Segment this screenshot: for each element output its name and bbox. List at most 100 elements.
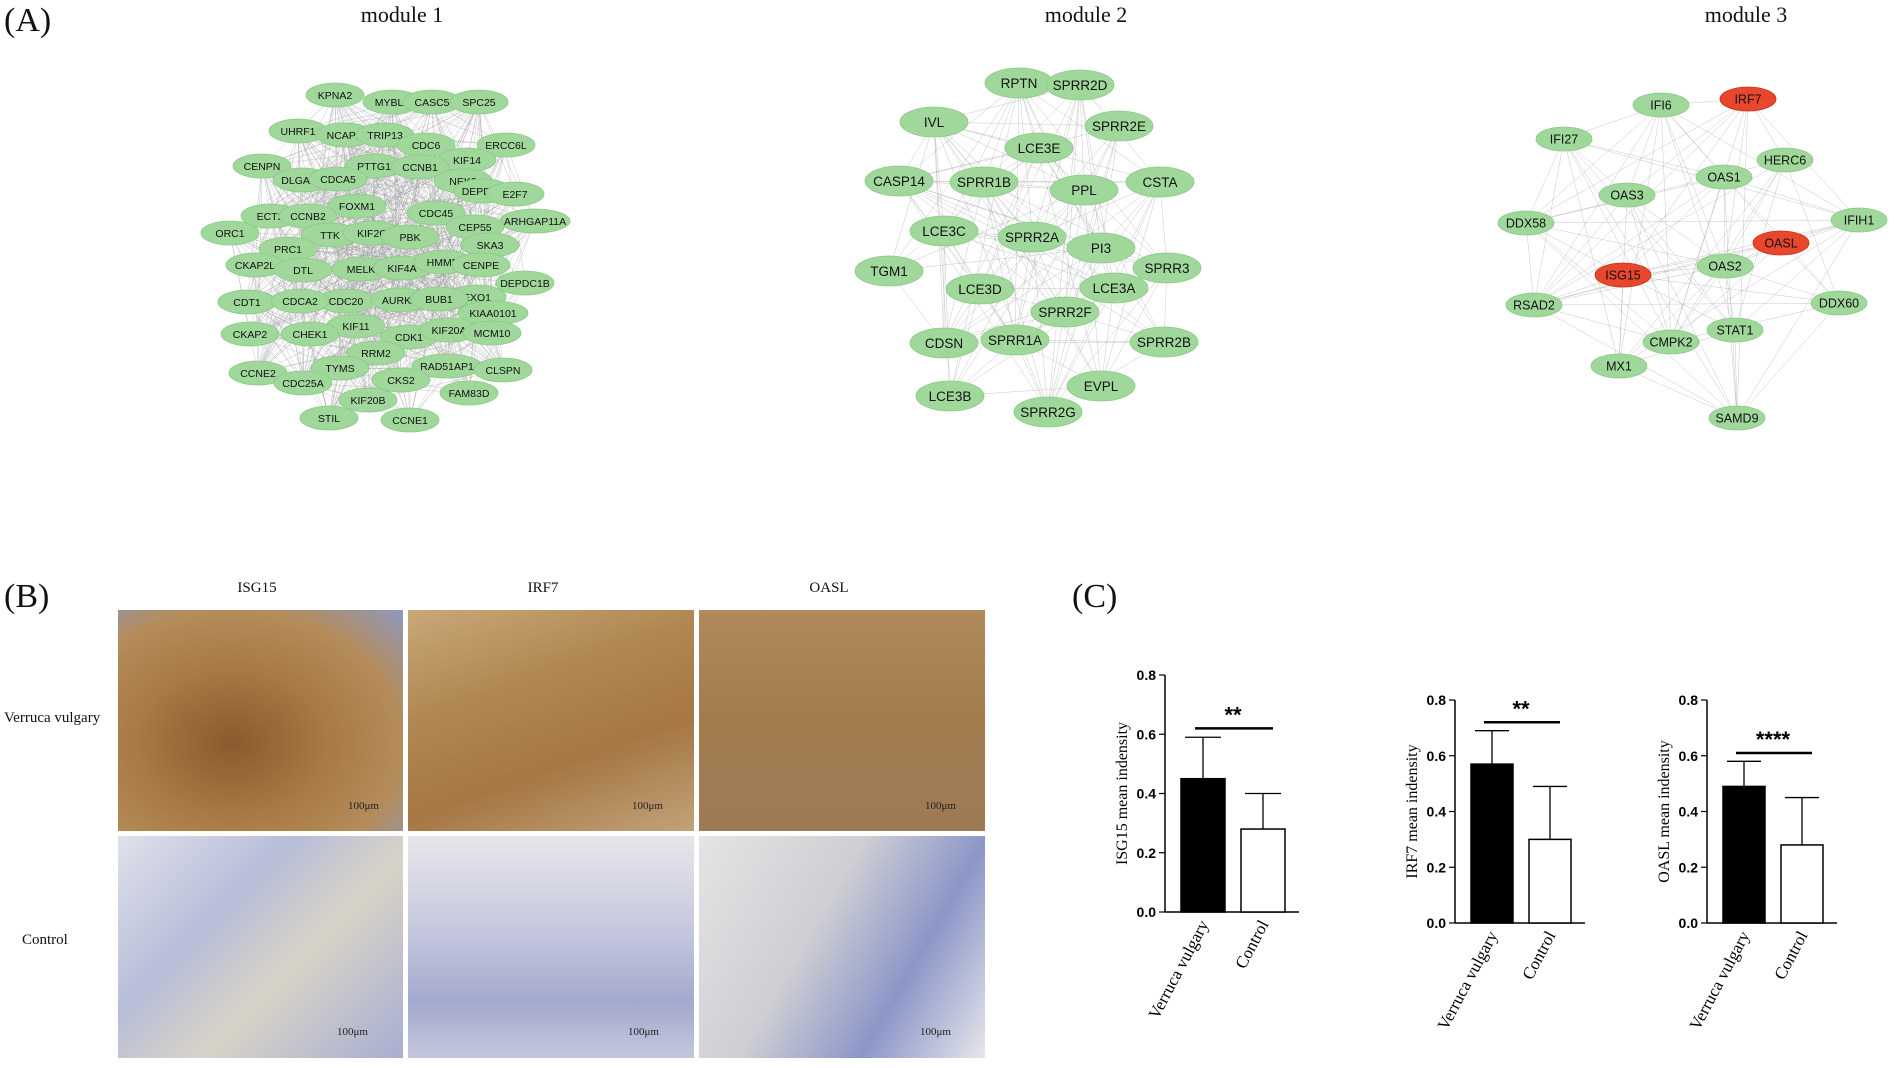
micrograph-verruca-irf7 xyxy=(408,610,694,831)
network-node: ISG15 xyxy=(1594,262,1652,288)
ihc-row-control: Control xyxy=(22,932,68,948)
network-node-label: KIF14 xyxy=(453,155,481,167)
scale-bar-label: 100μm xyxy=(348,800,379,812)
network-node-label: CDC6 xyxy=(412,140,441,152)
network-node: CLSPN xyxy=(473,357,533,383)
y-tick-label: 0.2 xyxy=(1427,859,1447,875)
network-edge xyxy=(302,226,476,271)
network-node: IFI27 xyxy=(1535,126,1593,152)
scale-bar-label: 100μm xyxy=(920,1026,951,1038)
network-edge xyxy=(1083,189,1165,343)
network-node-label: SPRR3 xyxy=(1144,261,1189,276)
y-tick-label: 0.8 xyxy=(1137,667,1157,683)
network-node-label: ORC1 xyxy=(215,228,244,240)
network-node: LCE3B xyxy=(915,380,985,412)
network-edge xyxy=(943,287,1115,344)
network-node: CENPE xyxy=(451,252,511,278)
network-edge xyxy=(1018,82,1102,249)
network-edge xyxy=(943,147,1040,344)
network-edge xyxy=(1525,219,1860,224)
network-edge xyxy=(1563,138,1725,178)
network-edge xyxy=(983,181,1016,341)
network-node-label: CCNB1 xyxy=(402,162,438,174)
network-edge xyxy=(1670,176,1725,343)
network-node: LCE3D xyxy=(945,273,1015,305)
network-node-label: CSTA xyxy=(1142,175,1177,190)
network-node-label: OAS1 xyxy=(1707,171,1740,185)
y-tick-label: 0.8 xyxy=(1427,692,1447,708)
network-edge xyxy=(1525,98,1749,224)
network-node: OASL xyxy=(1752,230,1810,256)
network-node: IFIH1 xyxy=(1830,207,1888,233)
network-node-label: CASC5 xyxy=(414,97,449,109)
network-node: CSTA xyxy=(1125,166,1195,198)
network-edge xyxy=(1618,104,1662,367)
network-node-label: SPRR2A xyxy=(1005,230,1059,245)
network-edge xyxy=(1723,176,1738,419)
network-edge xyxy=(943,230,1168,269)
network-edge xyxy=(1014,247,1102,341)
y-tick-label: 0.4 xyxy=(1427,804,1447,820)
y-tick-label: 0.0 xyxy=(1427,915,1447,931)
network-edge xyxy=(1626,98,1749,196)
network-edge xyxy=(1734,329,1738,419)
network-edge xyxy=(1014,84,1081,341)
y-tick-label: 0.8 xyxy=(1679,692,1699,708)
network-node-label: CDCA5 xyxy=(320,174,356,186)
network-edge xyxy=(888,121,935,272)
network-node: IFI6 xyxy=(1632,92,1690,118)
network-node: CDCA5 xyxy=(308,166,368,192)
network-node-label: IFIH1 xyxy=(1844,214,1875,228)
network-edge xyxy=(943,181,985,344)
network-node-label: PTTG1 xyxy=(357,161,391,173)
network-edge xyxy=(1533,176,1725,306)
network-edge xyxy=(983,82,1020,183)
network-edge xyxy=(888,147,1040,272)
network-edge xyxy=(355,236,411,327)
y-tick-label: 0.4 xyxy=(1679,804,1699,820)
network-node-label: CMPK2 xyxy=(1649,336,1692,350)
network-node-label: SPRR2B xyxy=(1137,335,1191,350)
network-edge xyxy=(1533,104,1662,306)
network-edge xyxy=(1064,125,1120,313)
network-edge xyxy=(1533,242,1782,306)
y-tick-label: 0.6 xyxy=(1427,748,1447,764)
network-edge xyxy=(943,230,1115,289)
y-axis-label: IRF7 mean indensity xyxy=(1404,744,1421,878)
network-edge xyxy=(1670,242,1782,343)
network-node: SPRR2D xyxy=(1045,69,1115,101)
network-edge xyxy=(943,181,1161,344)
network-edge xyxy=(1525,222,1738,419)
network-edge xyxy=(979,147,1040,290)
y-axis-label: OASL mean indensity xyxy=(1656,740,1673,883)
network-node-label: PBK xyxy=(399,232,420,244)
network-node: SPRR2A xyxy=(997,221,1067,253)
network-edge xyxy=(888,189,1085,272)
ihc-column-isg15: ISG15 xyxy=(237,580,277,596)
network-node-label: CCNE1 xyxy=(392,415,428,427)
network-node-label: CCNE2 xyxy=(240,368,276,380)
network-edge xyxy=(888,247,1102,272)
network-node-label: HERC6 xyxy=(1764,154,1806,168)
network-node-label: IRF7 xyxy=(1734,93,1761,107)
network-node: LCE3A xyxy=(1079,272,1149,304)
network-node: CCNB2 xyxy=(278,203,338,229)
significance-label: ** xyxy=(1512,696,1530,721)
network-edge xyxy=(943,247,1102,344)
network-node: KIAA0101 xyxy=(457,300,529,326)
network-node-label: CENPE xyxy=(463,260,499,272)
network-node: MX1 xyxy=(1590,353,1648,379)
network-node-label: EVPL xyxy=(1084,379,1119,394)
network-node-label: ISG15 xyxy=(1605,269,1640,283)
network-edge xyxy=(943,341,1165,344)
x-tick-label: Verruca vulgary xyxy=(1434,928,1502,1034)
network-edge xyxy=(1525,138,1565,224)
network-node-label: CDSN xyxy=(925,336,963,351)
network-node: KIF14 xyxy=(437,147,497,173)
ihc-column-oasl: OASL xyxy=(809,580,849,596)
network-edge xyxy=(478,101,494,314)
network-edge xyxy=(933,121,1066,313)
y-tick-label: 0.2 xyxy=(1137,845,1157,861)
network-node-label: CHEK1 xyxy=(292,329,327,341)
